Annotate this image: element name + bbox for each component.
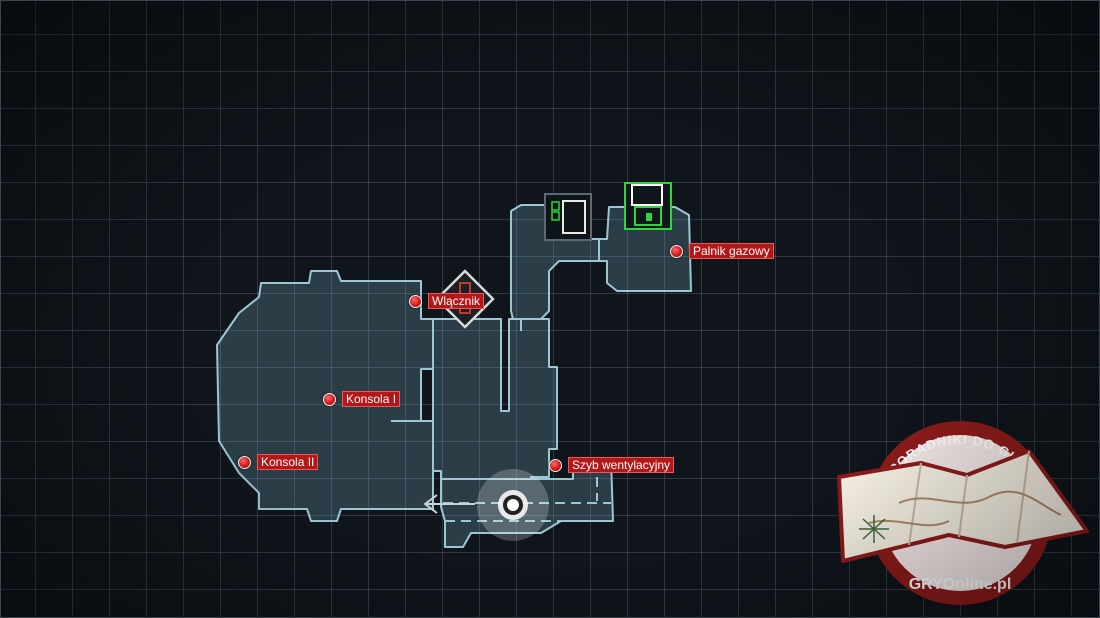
marker-palnik-gazowy[interactable]: Palnik gazowy (670, 243, 774, 259)
marker-konsola-2[interactable]: Konsola II (238, 454, 319, 470)
gryonline-watermark-logo: PORADNIKI DO GIER GRYOnline.pl (837, 421, 1089, 605)
marker-label: Konsola I (342, 391, 401, 407)
middle-chamber-room (432, 318, 558, 480)
marker-konsola-1[interactable]: Konsola I (323, 391, 401, 407)
marker-dot-icon (238, 455, 251, 469)
marker-label: Palnik gazowy (689, 243, 774, 259)
exit-arrow-icon (423, 494, 475, 514)
watermark-bottom-text: GRYOnline.pl (909, 576, 1012, 593)
marker-dot-icon (670, 244, 683, 258)
marker-dot-icon (549, 458, 562, 472)
marker-szyb-wentylacyjny[interactable]: Szyb wentylacyjny (549, 457, 675, 473)
marker-dot-icon (409, 294, 422, 308)
marker-dot-icon (323, 392, 336, 406)
marker-label: Szyb wentylacyjny (568, 457, 675, 473)
marker-wlacznik[interactable]: Wlącznik (409, 293, 485, 309)
marker-label: Wlącznik (428, 293, 485, 309)
marker-label: Konsola II (257, 454, 319, 470)
